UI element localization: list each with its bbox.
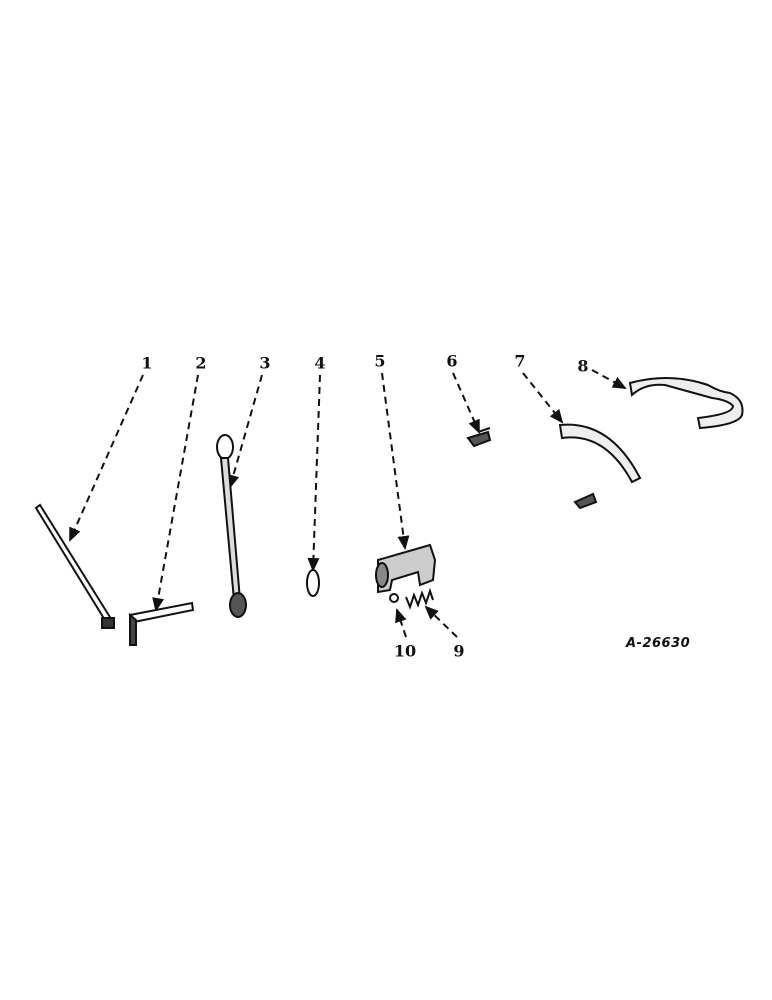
callout-7: 7 [514,351,526,371]
part-9-spring [405,587,434,610]
callout-5: 5 [374,351,386,371]
callout-3: 3 [259,353,271,373]
part-1-rod [34,503,115,629]
part-7-curved-strap [558,423,642,484]
part-2-shaft [128,601,195,646]
callout-6: 6 [446,351,458,371]
part-5-bracket [375,543,437,594]
callout-4: 4 [314,353,326,373]
part-10-pin [389,593,399,603]
callout-9: 9 [453,641,465,661]
callout-2: 2 [195,353,207,373]
part-8-loop-strap [628,376,744,430]
part-7-wing-bolt [573,492,598,510]
reference-code: A-26630 [626,636,691,651]
part-6-wing-bolt [466,427,492,448]
leader-lines [69,369,627,638]
callout-10: 10 [393,641,417,661]
callout-1: 1 [141,353,153,373]
part-3-link [216,434,247,618]
part-4-washer [306,569,320,597]
callout-8: 8 [577,356,589,376]
